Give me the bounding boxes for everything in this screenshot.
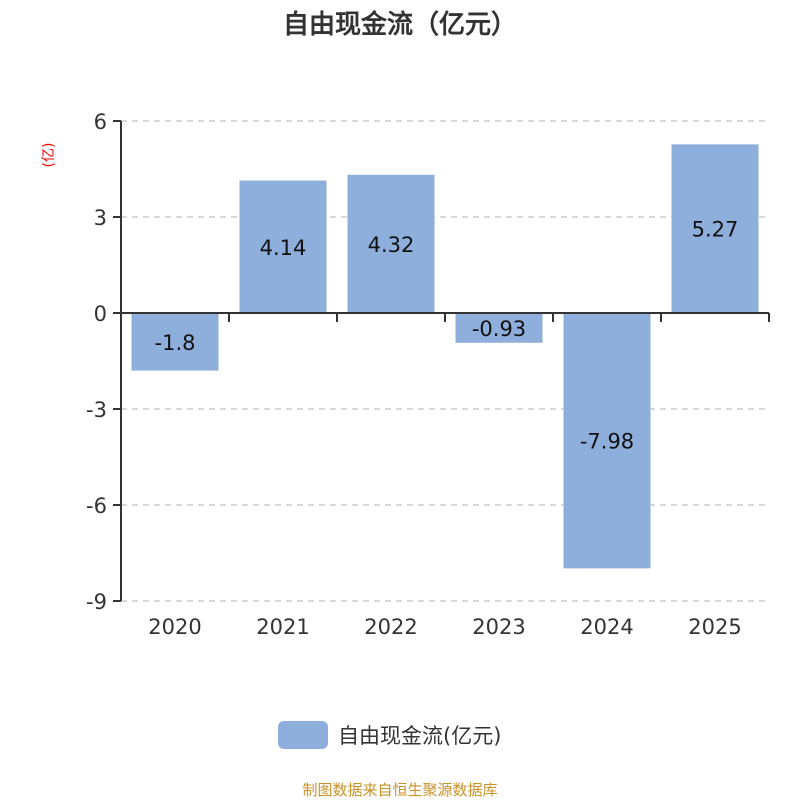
x-tick-label: 2020 xyxy=(148,615,201,639)
source-note: 制图数据来自恒生聚源数据库 xyxy=(302,781,498,799)
bar xyxy=(131,313,219,371)
y-tick-label: 3 xyxy=(94,206,107,230)
x-tick-label: 2023 xyxy=(472,615,525,639)
legend-swatch xyxy=(278,721,328,749)
data-label: 4.32 xyxy=(368,233,415,257)
y-tick-label: -6 xyxy=(86,494,107,518)
data-label: 5.27 xyxy=(692,218,739,242)
bar xyxy=(239,180,327,313)
bar xyxy=(563,313,651,569)
data-label: 4.14 xyxy=(260,236,307,260)
bar xyxy=(671,144,759,313)
y-tick-label: 6 xyxy=(94,110,107,134)
y-tick-label: -3 xyxy=(86,398,107,422)
legend-label: 自由现金流(亿元) xyxy=(338,724,502,748)
legend[interactable]: 自由现金流(亿元) xyxy=(278,720,501,750)
bar xyxy=(455,313,543,343)
bar xyxy=(347,174,435,313)
x-tick-label: 2021 xyxy=(256,615,309,639)
data-label: -0.93 xyxy=(472,317,526,341)
chart-title: 自由现金流（亿元） xyxy=(282,10,517,40)
data-label: -1.8 xyxy=(155,331,196,355)
data-label: -7.98 xyxy=(580,430,634,454)
y-tick-label: 0 xyxy=(94,302,107,326)
x-tick-label: 2025 xyxy=(688,615,741,639)
y-tick-label: -9 xyxy=(86,590,107,614)
x-tick-label: 2022 xyxy=(364,615,417,639)
x-tick-label: 2024 xyxy=(580,615,633,639)
